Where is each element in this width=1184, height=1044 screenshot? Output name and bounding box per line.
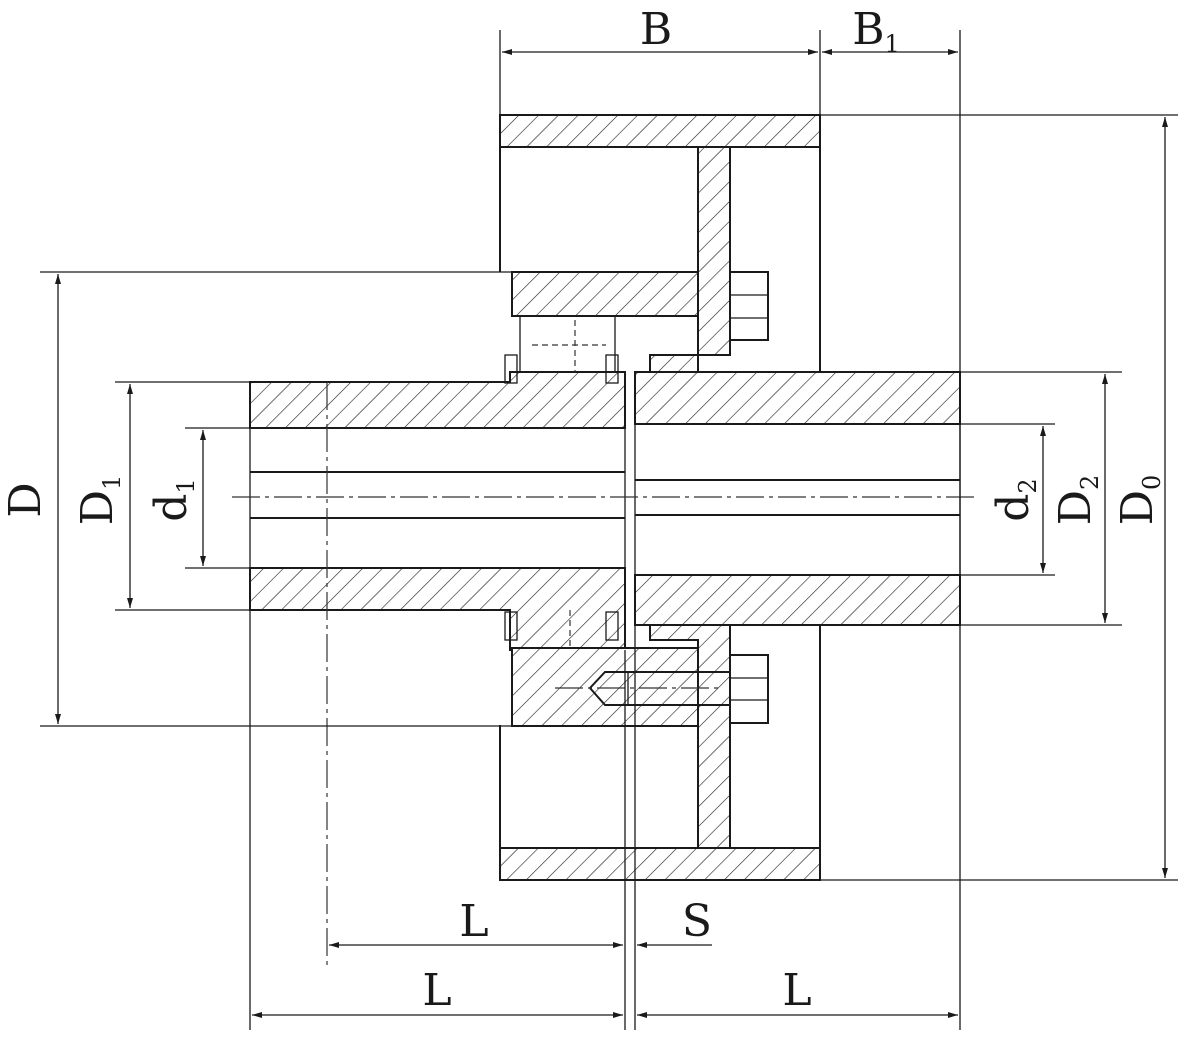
extension-lines <box>40 30 1178 1030</box>
bolts <box>555 271 769 724</box>
seal-ring-ll <box>504 611 518 641</box>
seal-ring-ur <box>605 354 619 384</box>
right-hub-upper-wall <box>634 371 961 425</box>
label-D: D <box>0 482 51 517</box>
left-hub <box>249 371 626 651</box>
label-D2: D2 <box>1050 475 1104 526</box>
upper-pin-block <box>511 271 699 317</box>
dimension-lines <box>55 49 1168 1018</box>
label-d1: d1 <box>146 478 200 521</box>
dimension-labels: B B1 D D1 d1 d2 D2 D0 L S L L <box>0 4 1166 1016</box>
pin-blocks <box>504 271 699 727</box>
lower-nut <box>729 654 769 724</box>
drum-top-rim <box>499 114 821 148</box>
right-hub-lower-wall <box>634 574 961 626</box>
label-L-left: L <box>422 965 451 1016</box>
label-L-upper: L <box>459 896 488 947</box>
drum-bottom-rim <box>499 847 821 881</box>
left-hub-upper-wall <box>249 371 626 429</box>
label-S: S <box>682 896 712 947</box>
label-d2: d2 <box>988 478 1042 521</box>
label-D1: D1 <box>72 475 126 526</box>
seal-ring-lr <box>605 611 619 641</box>
drum-web-upper <box>649 146 731 373</box>
centre-lines <box>232 382 975 968</box>
label-B: B <box>640 4 672 55</box>
lower-pin-block <box>511 647 699 727</box>
label-B1: B1 <box>852 4 900 58</box>
right-hub <box>634 371 961 626</box>
label-L-right: L <box>782 965 811 1016</box>
left-hub-lower-wall <box>249 567 626 651</box>
upper-nut <box>729 271 769 341</box>
seal-ring-ul <box>504 354 518 384</box>
label-D0: D0 <box>1112 475 1166 526</box>
